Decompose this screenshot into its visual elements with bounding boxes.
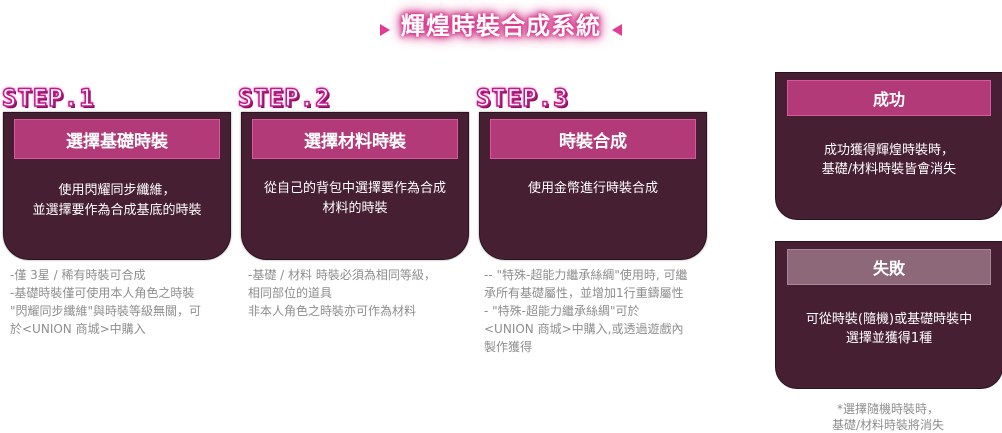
step-1-header: 選擇基礎時裝: [14, 119, 220, 159]
note-line: 非本人角色之時裝亦可作為材料: [248, 304, 417, 318]
success-card: 成功 成功獲得輝煌時裝時， 基礎/材料時裝皆會消失: [775, 72, 1002, 220]
success-body: 成功獲得輝煌時裝時， 基礎/材料時裝皆會消失: [784, 141, 994, 179]
step-1-body: 使用閃耀同步纖維， 並選擇要作為合成基底的時裝: [12, 181, 222, 221]
step-1-notes: -僅 3星 / 稀有時裝可合成 -基礎時裝僅可使用本人角色之時裝 "閃耀同步纖維…: [10, 266, 201, 338]
step-2-body: 從自己的背包中選擇要作為合成 材料的時裝: [250, 179, 460, 219]
step-2-card: 選擇材料時裝 從自己的背包中選擇要作為合成 材料的時裝: [241, 112, 469, 260]
note-line: 相同部位的道具: [248, 286, 333, 300]
step-3-label: STEP.3: [475, 83, 569, 113]
step-3-header: 時裝合成: [490, 119, 696, 159]
note-line: "閃耀同步纖維"與時裝等級無關，可: [10, 304, 202, 318]
fail-header: 失敗: [787, 249, 991, 285]
arrow-right-icon: [379, 23, 390, 36]
step-1-body-line: 使用閃耀同步纖維，: [58, 183, 176, 198]
step-3-body: 使用金幣進行時裝合成: [488, 179, 698, 199]
note-line: 承所有基礎屬性，並增加1行重鑄屬性: [484, 286, 684, 300]
step-1-label: STEP.1: [1, 83, 95, 113]
page-title: 輝煌時裝合成系統: [401, 12, 601, 40]
note-line: 製作獲得: [484, 340, 533, 354]
fail-body: 可從時裝(隨機)或基礎時裝中 選擇並獲得1種: [784, 310, 994, 348]
success-header: 成功: [787, 80, 991, 116]
note-line: -僅 3星 / 稀有時裝可合成: [10, 268, 146, 282]
note-line: 於<UNION 商城>中購入: [10, 322, 146, 336]
fail-note: *選擇隨機時裝時， 基礎/材料時裝將消失: [775, 401, 1001, 433]
arrow-left-icon: [612, 23, 623, 36]
page-header: 輝煌時裝合成系統: [0, 8, 1002, 44]
step-2-header: 選擇材料時裝: [252, 119, 458, 159]
fail-card: 失敗 可從時裝(隨機)或基礎時裝中 選擇並獲得1種: [775, 241, 1002, 389]
fail-body-line: 選擇並獲得1種: [845, 331, 933, 346]
note-line: -- "特殊-超能力繼承絲綢"使用時, 可繼: [484, 268, 688, 282]
fail-note-line: 基礎/材料時裝將消失: [831, 418, 945, 432]
step-3-notes: -- "特殊-超能力繼承絲綢"使用時, 可繼 承所有基礎屬性，並增加1行重鑄屬性…: [484, 266, 687, 356]
fail-note-line: *選擇隨機時裝時，: [836, 402, 939, 416]
step-2-notes: -基礎 / 材料 時裝必須為相同等級， 相同部位的道具 非本人角色之時裝亦可作為…: [248, 266, 436, 320]
step-3-card: 時裝合成 使用金幣進行時裝合成: [479, 112, 707, 260]
step-2-label: STEP.2: [237, 83, 331, 113]
note-line: - "特殊-超能力繼承絲綢"可於: [484, 304, 640, 318]
success-body-line: 基礎/材料時裝皆會消失: [821, 162, 957, 177]
fail-body-line: 可從時裝(隨機)或基礎時裝中: [805, 312, 973, 327]
step-2-body-line: 材料的時裝: [322, 201, 388, 216]
note-line: <UNION 商城>中購入,或透過遊戲內: [484, 322, 684, 336]
note-line: -基礎 / 材料 時裝必須為相同等級，: [248, 268, 436, 282]
success-body-line: 成功獲得輝煌時裝時，: [823, 143, 954, 158]
step-2-body-line: 從自己的背包中選擇要作為合成: [263, 181, 446, 196]
step-1-card: 選擇基礎時裝 使用閃耀同步纖維， 並選擇要作為合成基底的時裝: [3, 112, 231, 260]
note-line: -基礎時裝僅可使用本人角色之時裝: [10, 286, 195, 300]
step-3-body-line: 使用金幣進行時裝合成: [527, 181, 658, 196]
step-1-body-line: 並選擇要作為合成基底的時裝: [32, 203, 202, 218]
